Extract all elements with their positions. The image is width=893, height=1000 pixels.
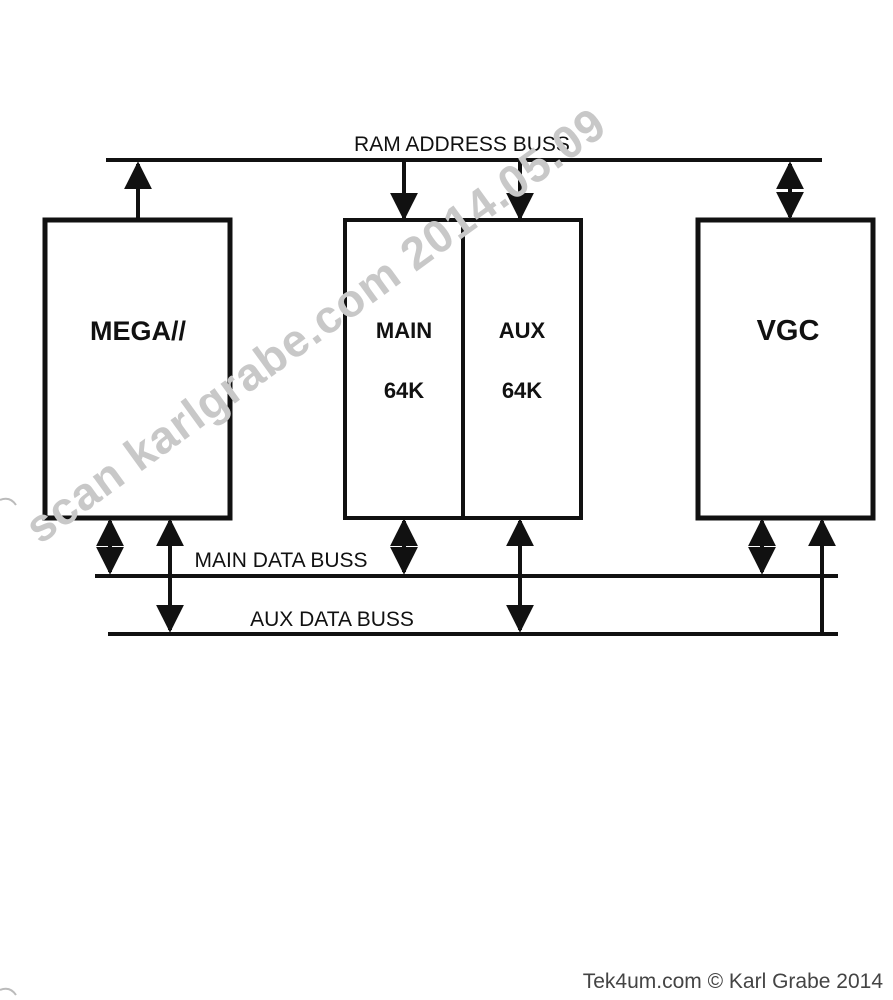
aux-memory-label: AUX xyxy=(499,318,546,343)
main-memory-label: MAIN xyxy=(376,318,432,343)
main-data-bus-label: MAIN DATA BUSS xyxy=(194,549,367,572)
aux-memory-size: 64K xyxy=(502,378,542,403)
mega-block xyxy=(42,217,233,521)
ram-address-bus-label: RAM ADDRESS BUSS xyxy=(354,133,570,156)
main-memory-size: 64K xyxy=(384,378,424,403)
copyright-credit: Tek4um.com © Karl Grabe 2014 xyxy=(582,970,883,993)
binder-hole-mark xyxy=(0,497,17,506)
binder-hole-mark xyxy=(0,987,17,996)
vgc-label: VGC xyxy=(757,315,820,347)
vgc-block xyxy=(695,217,876,521)
mega-label: MEGA// xyxy=(90,316,187,346)
aux-data-bus-label: AUX DATA BUSS xyxy=(250,608,414,631)
